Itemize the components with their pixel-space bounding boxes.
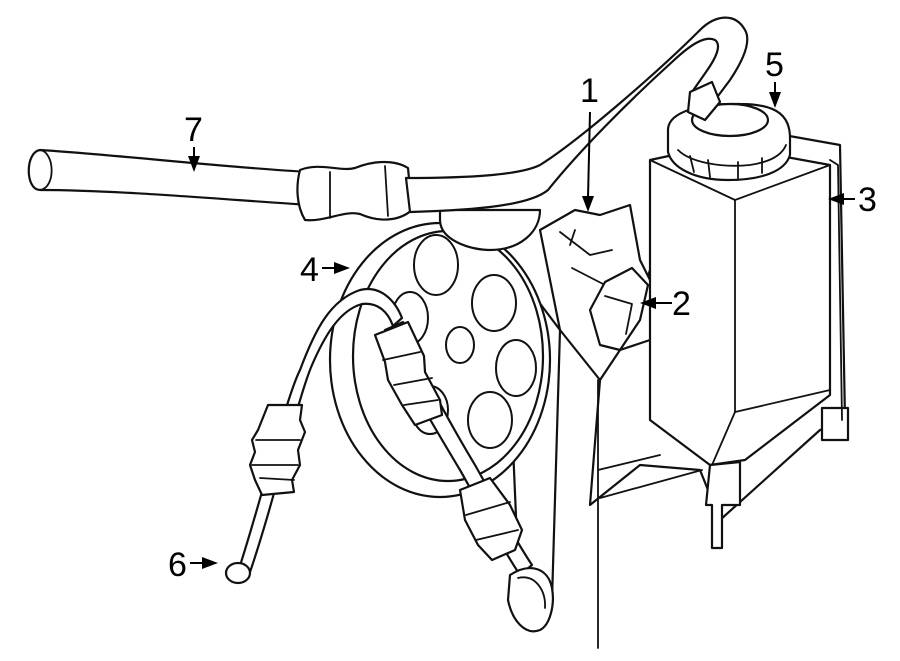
return-hose <box>27 16 749 222</box>
shaft-boss <box>438 208 542 252</box>
power-steering-pump <box>538 203 665 382</box>
callout-6: 6 <box>168 546 187 584</box>
callout-7: 7 <box>184 111 203 149</box>
callout-leaders <box>188 82 855 569</box>
pressure-hose <box>224 287 554 633</box>
callout-labels: 1 2 3 4 5 6 7 <box>168 46 877 584</box>
reservoir-cap <box>666 102 792 182</box>
callout-3: 3 <box>858 181 877 219</box>
fluid-reservoir <box>648 143 850 550</box>
callout-5: 5 <box>765 46 784 84</box>
callout-1: 1 <box>580 72 599 110</box>
callout-2: 2 <box>672 285 691 323</box>
callout-4: 4 <box>300 251 319 289</box>
pump-pulley <box>328 221 552 499</box>
